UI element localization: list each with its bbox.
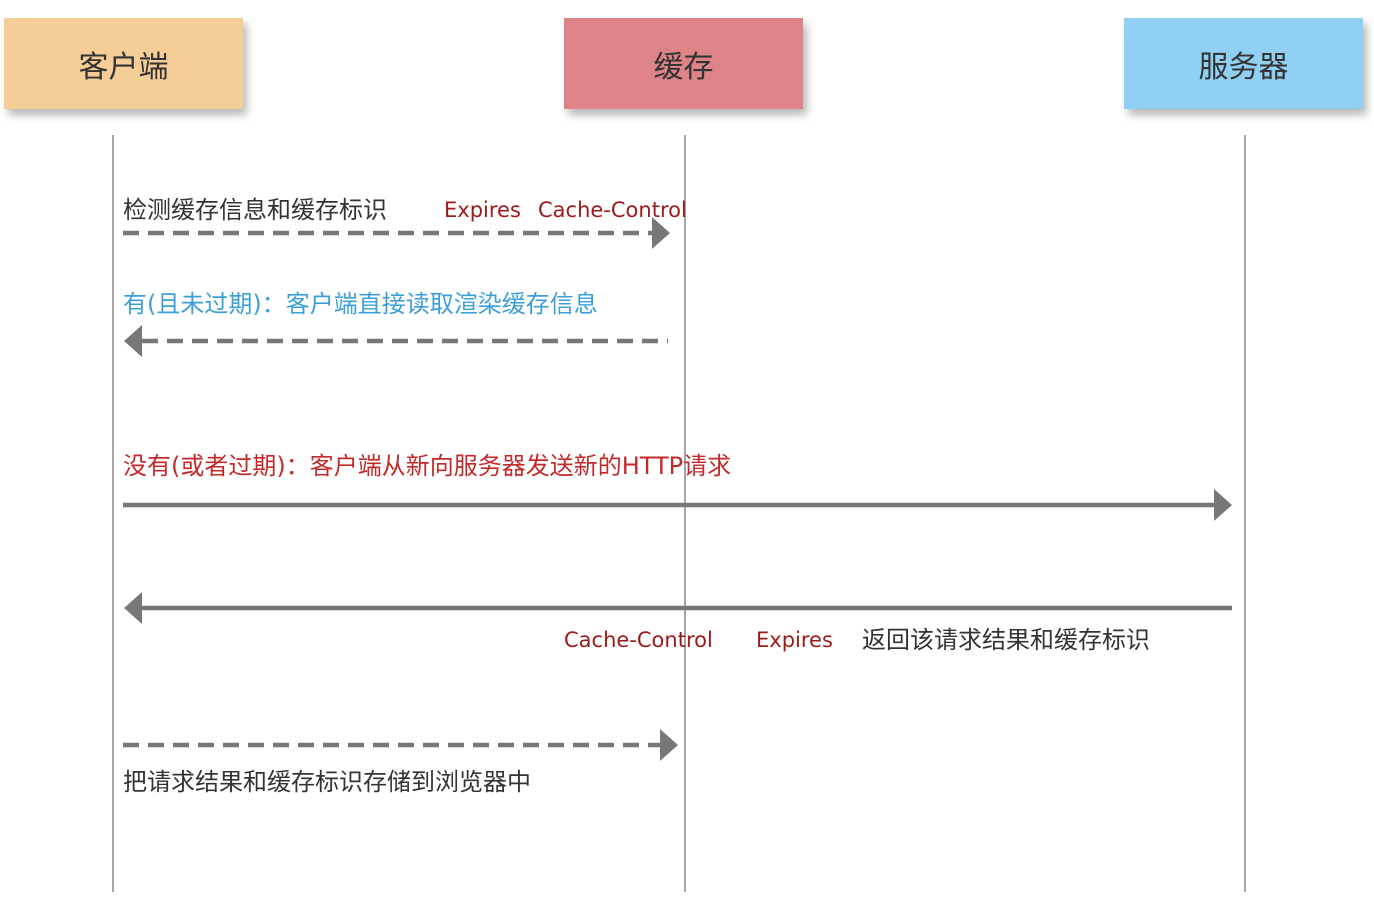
arrowhead-miss	[1214, 489, 1232, 521]
arrowhead-check	[652, 217, 670, 249]
actor-client-label: 客户端	[78, 49, 169, 85]
check-cache-control-label: Cache-Control	[538, 198, 687, 222]
miss-label: 没有(或者过期)：客户端从新向服务器发送新的HTTP请求	[123, 452, 732, 480]
check-expires-label: Expires	[444, 198, 521, 222]
actor-cache: 缓存	[564, 18, 803, 109]
arrowhead-response	[124, 592, 142, 624]
actor-server-label: 服务器	[1198, 49, 1289, 85]
response-label: 返回该请求结果和缓存标识	[862, 626, 1150, 654]
check-label: 检测缓存信息和缓存标识	[123, 196, 387, 224]
response-expires-label: Expires	[756, 628, 833, 652]
response-cache-control-label: Cache-Control	[564, 628, 713, 652]
actor-server: 服务器	[1124, 18, 1363, 109]
hit-label: 有(且未过期)：客户端直接读取渲染缓存信息	[123, 290, 598, 318]
arrowhead-hit	[124, 325, 142, 357]
actor-client: 客户端	[4, 18, 243, 109]
actor-cache-label: 缓存	[653, 49, 714, 85]
arrowhead-store	[660, 729, 678, 761]
store-label: 把请求结果和缓存标识存储到浏览器中	[123, 768, 531, 796]
